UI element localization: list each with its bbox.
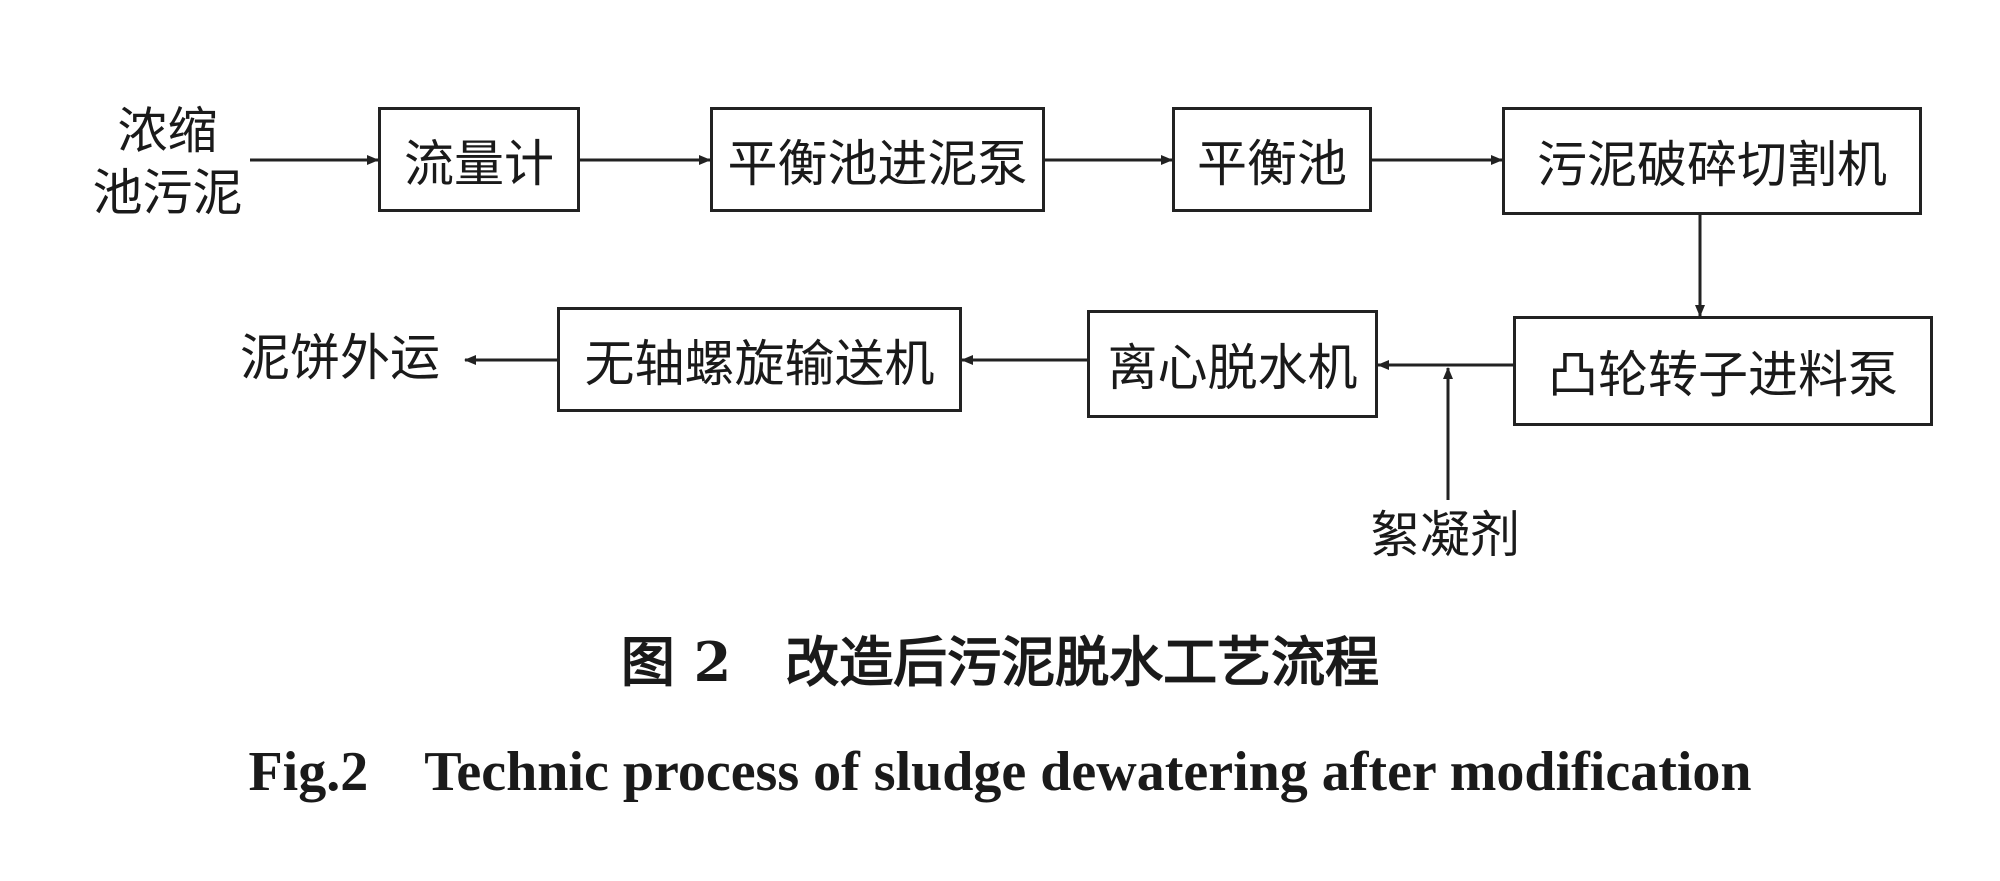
node-balance-pump: 平衡池进泥泵 bbox=[710, 107, 1045, 212]
node-centrifuge-label: 离心脱水机 bbox=[1107, 339, 1358, 397]
node-cam-pump-label: 凸轮转子进料泵 bbox=[1548, 346, 1898, 404]
figure-caption-english: Fig.2 Technic process of sludge dewateri… bbox=[248, 741, 1752, 803]
node-balance-pump-label: 平衡池进泥泵 bbox=[727, 134, 1028, 193]
node-flowmeter: 流量计 bbox=[378, 107, 580, 212]
node-crusher-label: 污泥破碎切割机 bbox=[1537, 136, 1887, 194]
node-cam-pump: 凸轮转子进料泵 bbox=[1513, 316, 1933, 426]
node-crusher: 污泥破碎切割机 bbox=[1502, 107, 1922, 215]
input-source-label: 浓缩 池污泥 bbox=[85, 100, 250, 224]
node-conveyor-label: 无轴螺旋输送机 bbox=[584, 334, 935, 393]
node-flowmeter-label: 流量计 bbox=[404, 134, 554, 193]
node-conveyor: 无轴螺旋输送机 bbox=[557, 307, 962, 412]
input-source-line-2: 池污泥 bbox=[92, 164, 243, 222]
output-label: 泥饼外运 bbox=[240, 329, 440, 387]
node-balance-tank-label: 平衡池 bbox=[1197, 134, 1347, 193]
flocculant-label: 絮凝剂 bbox=[1370, 506, 1520, 564]
input-source-line-1: 浓缩 bbox=[117, 102, 218, 160]
node-balance-tank: 平衡池 bbox=[1172, 107, 1372, 212]
node-centrifuge: 离心脱水机 bbox=[1087, 310, 1378, 418]
figure-caption-chinese: 图 2 改造后污泥脱水工艺流程 bbox=[620, 630, 1380, 694]
